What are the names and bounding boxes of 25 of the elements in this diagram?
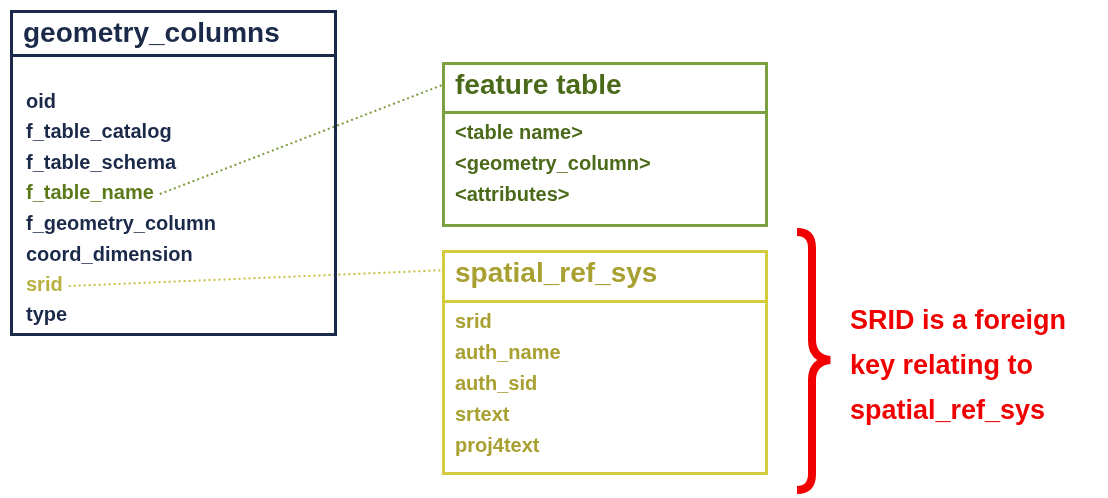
field-name: srtext bbox=[455, 403, 510, 426]
field-name: srid bbox=[455, 310, 492, 333]
field-name: f_table_catalog bbox=[26, 119, 172, 143]
field-name: <attributes> bbox=[455, 183, 570, 206]
field-name: auth_sid bbox=[455, 372, 538, 395]
field-name: oid bbox=[26, 89, 56, 113]
table-box bbox=[442, 62, 768, 227]
field-name: auth_name bbox=[455, 341, 561, 364]
table-box bbox=[10, 10, 337, 336]
field-name: type bbox=[26, 302, 68, 326]
note-text: SRID is a foreign key relating to spatial_ref_sys bbox=[850, 304, 1068, 427]
field-name: f_table_schema bbox=[26, 150, 177, 174]
field-name: f_table_name bbox=[26, 180, 154, 204]
table-box bbox=[442, 250, 768, 475]
connector-line bbox=[158, 84, 443, 195]
table-title: feature table bbox=[455, 69, 622, 101]
field-name: f_geometry_column bbox=[26, 211, 217, 235]
field-name: srid bbox=[26, 272, 63, 296]
field-name: coord_dimension bbox=[26, 242, 193, 266]
field-name: <table name> bbox=[455, 121, 583, 144]
field-name: proj4text bbox=[455, 434, 540, 457]
table-title: spatial_ref_sys bbox=[455, 257, 658, 289]
connector-line bbox=[67, 269, 443, 287]
field-name: <geometry_column> bbox=[455, 152, 651, 175]
table-title: geometry_columns bbox=[23, 17, 280, 49]
